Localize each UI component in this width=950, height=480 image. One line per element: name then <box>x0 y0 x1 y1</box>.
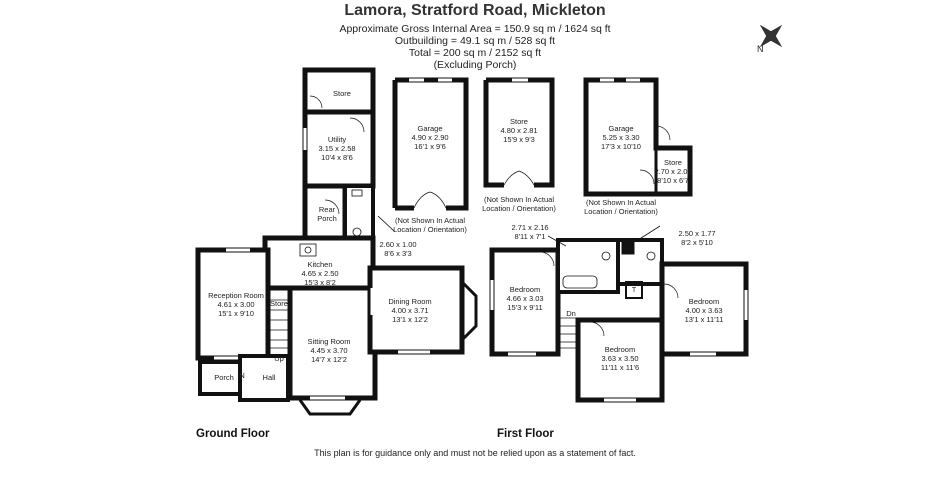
label-garage1-note-2: Location / Orientation) <box>393 225 467 234</box>
label-shower-dims-m: 2.50 x 1.77 <box>678 229 715 238</box>
label-kitchen-dims-m: 4.65 x 2.50 <box>301 269 338 278</box>
label-bedroom2-dims-m: 3.63 x 3.50 <box>601 354 638 363</box>
label-garage2-note-2: Location / Orientation) <box>584 207 658 216</box>
label-reception-dims-m: 4.61 x 3.00 <box>217 300 254 309</box>
label-sitting-name: Sitting Room <box>308 337 351 346</box>
label-store-top: Store <box>333 89 351 98</box>
windows <box>214 78 748 402</box>
label-garage2-dims-m: 5.25 x 3.30 <box>602 133 639 142</box>
label-store-dims-m: 4.80 x 2.81 <box>500 126 537 135</box>
label-sitting-dims-m: 4.45 x 3.70 <box>310 346 347 355</box>
label-store-small: Store <box>270 299 288 308</box>
ff-bedroom1-walls <box>489 247 561 357</box>
label-store-name: Store <box>510 117 528 126</box>
label-hall: Hall <box>263 373 276 382</box>
excluding-porch-text: (Excluding Porch) <box>433 59 517 71</box>
compass-north-label: N <box>757 44 764 54</box>
plan-title: Lamora, Stratford Road, Mickleton <box>344 2 606 19</box>
label-store2-name: Store <box>664 158 682 167</box>
outbuilding-garage2-walls <box>583 77 693 197</box>
label-bedroom1-name: Bedroom <box>510 285 540 294</box>
label-porch: Porch <box>214 373 234 382</box>
ff-bedroom3-walls <box>659 261 749 357</box>
label-bedroom2-dims-ft: 11'11 x 11'6 <box>601 363 639 372</box>
label-utility-dims-m: 3.15 x 2.58 <box>318 144 355 153</box>
label-t: T <box>632 287 637 294</box>
total-area-text: Total = 200 sq m / 2152 sq ft <box>408 47 542 59</box>
gf-wc-walls <box>343 184 375 240</box>
label-garage1-dims-m: 4.90 x 2.90 <box>411 133 448 142</box>
label-utility-dims-ft: 10'4 x 8'6 <box>321 153 353 162</box>
first-floor-label: First Floor <box>497 428 554 440</box>
label-kitchen-dims-ft: 15'3 x 8'2 <box>304 278 336 287</box>
label-bedroom2-name: Bedroom <box>605 345 635 354</box>
gf-dining-bay-window <box>460 280 478 342</box>
label-garage1-dims-ft: 16'1 x 9'6 <box>414 142 446 151</box>
label-rear-porch-2: Porch <box>317 214 337 223</box>
label-shower-dims-ft: 8'2 x 5'10 <box>681 238 713 247</box>
label-rear-porch-1: Rear <box>319 205 336 214</box>
label-garage2-dims-ft: 17'3 x 10'10 <box>601 142 641 151</box>
label-garage2-note-1: (Not Shown In Actual <box>586 198 656 207</box>
gross-area-text: Approximate Gross Internal Area = 150.9 … <box>339 23 611 35</box>
gf-kitchen-walls <box>262 235 376 291</box>
label-reception-name: Reception Room <box>208 291 264 300</box>
outbuilding-garage1-walls <box>395 77 469 211</box>
ff-bathroom-walls <box>556 238 620 294</box>
label-kitchen-name: Kitchen <box>307 260 332 269</box>
label-dn: Dn <box>566 309 576 318</box>
gf-sitting-bay-window <box>298 399 362 416</box>
label-bedroom3-name: Bedroom <box>689 297 719 306</box>
compass-rose-icon <box>759 24 783 48</box>
label-in: IN <box>237 371 245 380</box>
outbuilding-area-text: Outbuilding = 49.1 sq m / 528 sq ft <box>394 35 556 47</box>
label-bath-dims-ft: 8'11 x 7'1 <box>514 232 545 241</box>
label-dining-dims-m: 4.00 x 3.71 <box>391 306 428 315</box>
label-up: Up <box>274 354 284 363</box>
disclaimer-text: This plan is for guidance only and must … <box>314 448 636 458</box>
label-store-note-1: (Not Shown In Actual <box>484 195 554 204</box>
label-garage2-name: Garage <box>608 124 633 133</box>
label-garage1-note-1: (Not Shown In Actual <box>395 216 465 225</box>
label-bath-dims-m: 2.71 x 2.16 <box>511 223 548 232</box>
label-store2-dims-ft: 8'10 x 6'7 <box>657 176 689 185</box>
ground-floor-label: Ground Floor <box>196 428 270 440</box>
label-dining-name: Dining Room <box>388 297 431 306</box>
label-wc-dims-m: 2.60 x 1.00 <box>379 240 416 249</box>
label-bedroom3-dims-m: 4.00 x 3.63 <box>685 306 722 315</box>
label-reception-dims-ft: 15'1 x 9'10 <box>218 309 254 318</box>
label-garage1-name: Garage <box>417 124 442 133</box>
label-bedroom3-dims-ft: 13'1 x 11'11 <box>685 315 724 324</box>
label-store2-dims-m: 2.70 x 2.00 <box>654 167 691 176</box>
label-sitting-dims-ft: 14'7 x 12'2 <box>311 355 347 364</box>
label-dining-dims-ft: 13'1 x 12'2 <box>392 315 428 324</box>
label-store-dims-ft: 15'9 x 9'3 <box>503 135 535 144</box>
label-wc-dims-ft: 8'6 x 3'3 <box>384 249 411 258</box>
label-bedroom1-dims-m: 4.66 x 3.03 <box>506 294 543 303</box>
label-store-note-2: Location / Orientation) <box>482 204 556 213</box>
label-bedroom1-dims-ft: 15'3 x 9'11 <box>507 303 542 312</box>
label-utility-name: Utility <box>328 135 347 144</box>
gf-staircase <box>267 299 289 357</box>
